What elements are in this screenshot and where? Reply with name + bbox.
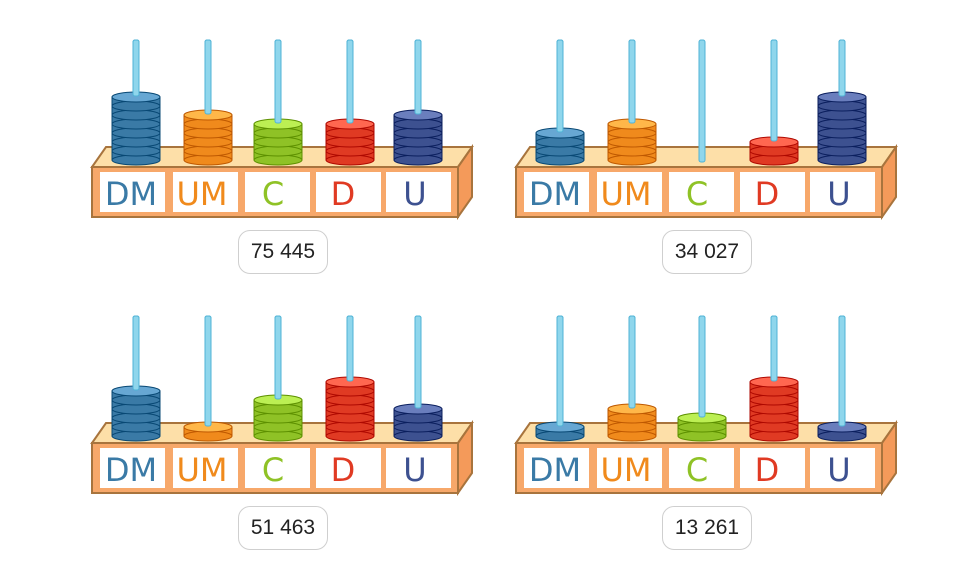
place-label-box <box>386 448 451 488</box>
bead <box>325 376 375 397</box>
abacus-rod-top <box>628 315 636 409</box>
place-label-u: U <box>403 451 426 489</box>
abacus-rod-top <box>132 315 140 391</box>
answer-box-3[interactable]: 51 463 <box>238 506 328 550</box>
bead <box>111 385 161 406</box>
place-label-box <box>810 448 875 488</box>
place-label-box <box>173 448 238 488</box>
bead <box>393 403 443 424</box>
abacus-rod-top <box>556 39 564 133</box>
place-label-d: D <box>755 451 780 489</box>
place-label-box <box>245 172 310 212</box>
abacus-rod-top <box>274 315 282 400</box>
abacus-panel-2: DM UM C D U 34 027 <box>464 0 904 280</box>
abacus-4: DM UM C D U <box>514 315 898 497</box>
abacus-panel-3: DM UM C D U 51 463 <box>40 276 480 556</box>
answer-box-2[interactable]: 34 027 <box>662 230 752 274</box>
abacus-rod-top <box>698 315 706 418</box>
bead <box>325 118 375 139</box>
abacus-rod-top <box>346 315 354 382</box>
place-label-u: U <box>827 175 850 213</box>
place-label-dm: DM <box>529 175 581 213</box>
abacus-rod-top <box>628 39 636 124</box>
abacus-2: DM UM C D U <box>514 39 898 221</box>
abacus-rod-top <box>414 39 422 115</box>
answer-box-4[interactable]: 13 261 <box>662 506 752 550</box>
bead <box>183 109 233 130</box>
abacus-rod-top <box>346 39 354 124</box>
place-label-box <box>810 172 875 212</box>
place-label-dm: DM <box>105 175 157 213</box>
abacus-rod-top <box>204 315 212 427</box>
abacus-1: DM UM C D U <box>90 39 474 221</box>
bead <box>607 118 657 139</box>
place-label-c: C <box>686 451 708 489</box>
abacus-rod-top <box>770 315 778 382</box>
place-label-dm: DM <box>105 451 157 489</box>
abacus-rod-top <box>204 39 212 115</box>
place-label-box <box>173 172 238 212</box>
place-label-box <box>669 172 734 212</box>
bead <box>535 421 585 442</box>
place-label-box <box>316 448 381 488</box>
place-label-box <box>524 172 589 212</box>
abacus-rod-top <box>132 39 140 97</box>
bead <box>607 403 657 424</box>
bead <box>817 91 867 112</box>
place-label-box <box>524 448 589 488</box>
bead <box>749 136 799 157</box>
place-label-d: D <box>331 175 356 213</box>
abacus-panel-4: DM UM C D U 13 261 <box>464 276 904 556</box>
place-label-box <box>669 448 734 488</box>
bead <box>183 421 233 442</box>
place-label-box <box>316 172 381 212</box>
place-label-u: U <box>827 451 850 489</box>
abacus-3: DM UM C D U <box>90 315 474 497</box>
place-label-box <box>740 448 805 488</box>
bead <box>749 376 799 397</box>
place-label-box <box>597 448 662 488</box>
abacus-rod-top <box>274 39 282 124</box>
abacus-rod-top <box>414 315 422 409</box>
place-label-d: D <box>331 451 356 489</box>
bead <box>253 118 303 139</box>
place-label-c: C <box>262 175 284 213</box>
place-label-box <box>740 172 805 212</box>
abacus-rod-top <box>838 39 846 97</box>
abacus-panel-1: DM UM C D U 75 445 <box>40 0 480 280</box>
place-label-c: C <box>262 451 284 489</box>
place-label-box <box>245 448 310 488</box>
bead <box>677 412 727 433</box>
place-label-box <box>597 172 662 212</box>
place-label-box <box>100 448 165 488</box>
bead <box>111 91 161 112</box>
abacus-rod-top <box>770 39 778 142</box>
abacus-rod-top <box>556 315 564 427</box>
place-label-um: UM <box>600 451 651 489</box>
place-label-d: D <box>755 175 780 213</box>
bead <box>253 394 303 415</box>
place-label-um: UM <box>176 175 227 213</box>
place-label-um: UM <box>600 175 651 213</box>
place-label-box <box>386 172 451 212</box>
place-label-um: UM <box>176 451 227 489</box>
place-label-u: U <box>403 175 426 213</box>
bead <box>817 421 867 442</box>
abacus-rod <box>698 39 706 163</box>
place-label-dm: DM <box>529 451 581 489</box>
place-label-c: C <box>686 175 708 213</box>
place-label-box <box>100 172 165 212</box>
answer-box-1[interactable]: 75 445 <box>238 230 328 274</box>
abacus-rod-top <box>838 315 846 427</box>
